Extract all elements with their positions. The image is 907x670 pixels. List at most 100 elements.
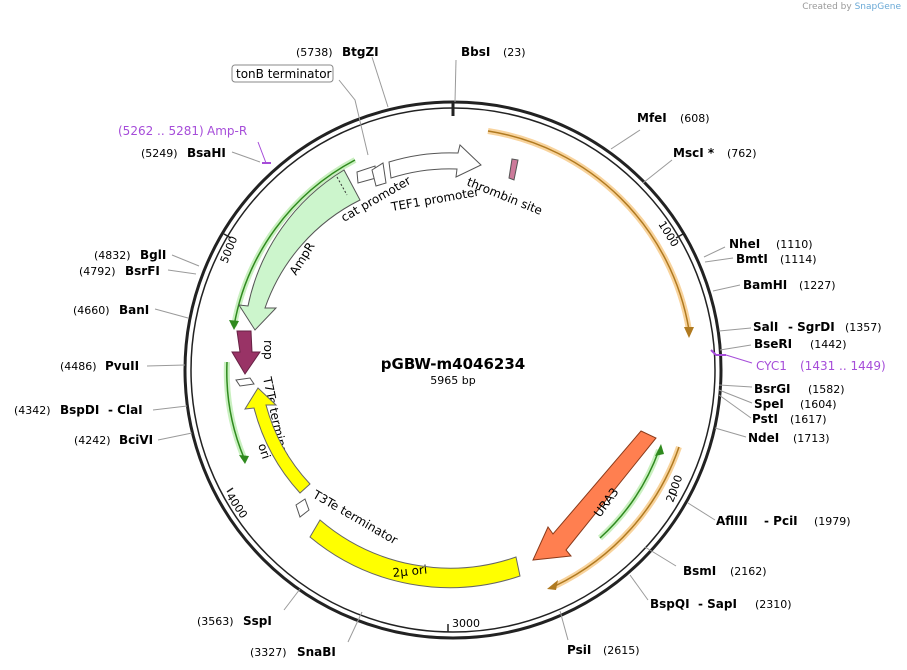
enzyme-name: BspQI <box>650 597 690 611</box>
tonB-terminator-feature: tonB terminator <box>231 64 369 156</box>
enzyme-name: NdeI <box>748 431 779 445</box>
enzyme-bsahi: (5249) BsaHI <box>141 146 226 160</box>
primer-cyc1-range: (1431 .. 1449) <box>800 359 886 373</box>
enzyme-pos: (5738) <box>296 46 333 59</box>
enzyme-bani: (4660) BanI <box>73 303 149 317</box>
enzyme-bmti: BmtI (1114) <box>736 252 817 266</box>
enzyme-btgzi: (5738) BtgZI <box>296 45 379 59</box>
enzyme-name: NheI <box>729 237 760 251</box>
ori-feature: ori <box>244 387 311 494</box>
enzyme-name: BbsI <box>461 45 490 59</box>
enzyme-pos: (1110) <box>776 238 813 251</box>
enzyme-pvuii: (4486) PvuII <box>60 359 139 373</box>
enzyme-bseri: BseRI (1442) <box>754 337 847 351</box>
credit-prefix: Created by <box>802 2 852 12</box>
enzyme-name: BsaHI <box>187 146 226 160</box>
enzyme-spei: SpeI (1604) <box>754 397 837 411</box>
enzyme-sspi: (3563) SspI <box>197 614 272 628</box>
enzyme-name: BtgZI <box>342 45 379 59</box>
enzyme-name: PstI <box>752 412 778 426</box>
enzyme-name-2: - ClaI <box>108 403 143 417</box>
enzyme-pos: (4832) <box>94 249 131 262</box>
enzyme-pos: (3327) <box>250 646 287 659</box>
enzyme-psti: PstI (1617) <box>752 412 827 426</box>
enzyme-bamhi: BamHI (1227) <box>743 278 836 292</box>
enzyme-name: PvuII <box>105 359 139 373</box>
enzyme-leaders <box>146 56 753 643</box>
enzyme-psii: PsiI (2615) <box>567 643 640 657</box>
snapgene-brand: SnapGene <box>854 2 901 12</box>
tick-5000: 5000 <box>218 233 241 265</box>
enzyme-pos: (23) <box>503 46 526 59</box>
enzyme-pos: (1979) <box>814 515 851 528</box>
enzyme-nhei: NheI (1110) <box>729 237 813 251</box>
enzyme-name: SspI <box>243 614 272 628</box>
enzyme-pos: (1617) <box>790 413 827 426</box>
tonB-label: tonB terminator <box>236 67 332 81</box>
ori-label: ori <box>255 442 273 461</box>
tick-3000: 3000 <box>447 617 480 632</box>
enzyme-pos: (2162) <box>730 565 767 578</box>
enzyme-name: BciVI <box>119 433 153 447</box>
enzyme-bspdi-clai: (4342) BspDI - ClaI <box>14 403 143 417</box>
enzyme-name: BanI <box>119 303 149 317</box>
enzyme-name: MscI * <box>673 146 715 160</box>
enzyme-pos: (4486) <box>60 360 97 373</box>
enzyme-pos: (1582) <box>808 383 845 396</box>
enzyme-pos: (4342) <box>14 404 51 417</box>
primer-amp-r-range: (5262 .. 5281) <box>118 124 204 138</box>
enzyme-bgli: (4832) BglI <box>94 248 166 262</box>
enzyme-pos: (1442) <box>810 338 847 351</box>
enzyme-bsrgi: BsrGI (1582) <box>754 382 845 396</box>
primer-cyc1-name: CYC1 <box>756 359 787 373</box>
orange-feature-top <box>487 128 694 338</box>
ampR-feature: AmpR <box>238 169 361 331</box>
enzyme-pos: (1604) <box>800 398 837 411</box>
enzyme-bsrfi: (4792) BsrFI <box>79 264 160 278</box>
green-feature-right <box>597 444 664 541</box>
enzyme-pos: (1357) <box>845 321 882 334</box>
enzyme-sali-sgrdi: SalI - SgrDI (1357) <box>753 320 882 334</box>
enzyme-ndei: NdeI (1713) <box>748 431 830 445</box>
2mu-ori-label: 2µ ori <box>392 562 428 580</box>
enzyme-name-2: - SapI <box>698 597 737 611</box>
enzyme-msci: MscI * (762) <box>673 146 757 160</box>
enzyme-name-2: - PciI <box>764 514 798 528</box>
enzyme-name: BmtI <box>736 252 768 266</box>
enzyme-pos: (4660) <box>73 304 110 317</box>
rop-label: rop <box>261 340 275 360</box>
enzyme-name: BspDI <box>60 403 99 417</box>
enzyme-name: SnaBI <box>297 645 336 659</box>
enzyme-name: BsrFI <box>125 264 160 278</box>
enzyme-pos: (4242) <box>74 434 111 447</box>
enzyme-pos: (1713) <box>793 432 830 445</box>
enzyme-bspqi-sapi: BspQI - SapI (2310) <box>650 597 792 611</box>
enzyme-name: AflIII <box>716 514 748 528</box>
tick-label-5000: 5000 <box>218 234 241 265</box>
enzyme-pos: (1114) <box>780 253 817 266</box>
enzyme-afliii-pcii: AflIII - PciI (1979) <box>716 514 851 528</box>
enzyme-name: PsiI <box>567 643 591 657</box>
enzyme-pos: (3563) <box>197 615 234 628</box>
enzyme-pos: (5249) <box>141 147 178 160</box>
enzyme-name: MfeI <box>637 111 667 125</box>
enzyme-pos: (2615) <box>603 644 640 657</box>
snapgene-credit: Created by SnapGene <box>802 2 901 12</box>
tick-label-3000: 3000 <box>452 617 480 630</box>
enzyme-pos: (1227) <box>799 279 836 292</box>
primer-cyc1: CYC1 (1431 .. 1449) <box>710 349 886 373</box>
green-feature-left-lower <box>223 361 249 464</box>
enzyme-bbsi: BbsI (23) <box>461 45 526 59</box>
enzyme-mfei: MfeI (608) <box>637 111 710 125</box>
enzyme-pos: (608) <box>680 112 710 125</box>
enzyme-bcivi: (4242) BciVI <box>74 433 153 447</box>
enzyme-snabi: (3327) SnaBI <box>250 645 336 659</box>
thrombin-feature: thrombin site <box>465 158 544 218</box>
enzyme-pos: (762) <box>727 147 757 160</box>
orange-feature-bottom <box>547 446 682 590</box>
enzyme-name: SpeI <box>754 397 784 411</box>
2mu-ori-feature: 2µ ori <box>309 519 521 589</box>
enzyme-name: BsrGI <box>754 382 791 396</box>
enzyme-name: BglI <box>140 248 166 262</box>
